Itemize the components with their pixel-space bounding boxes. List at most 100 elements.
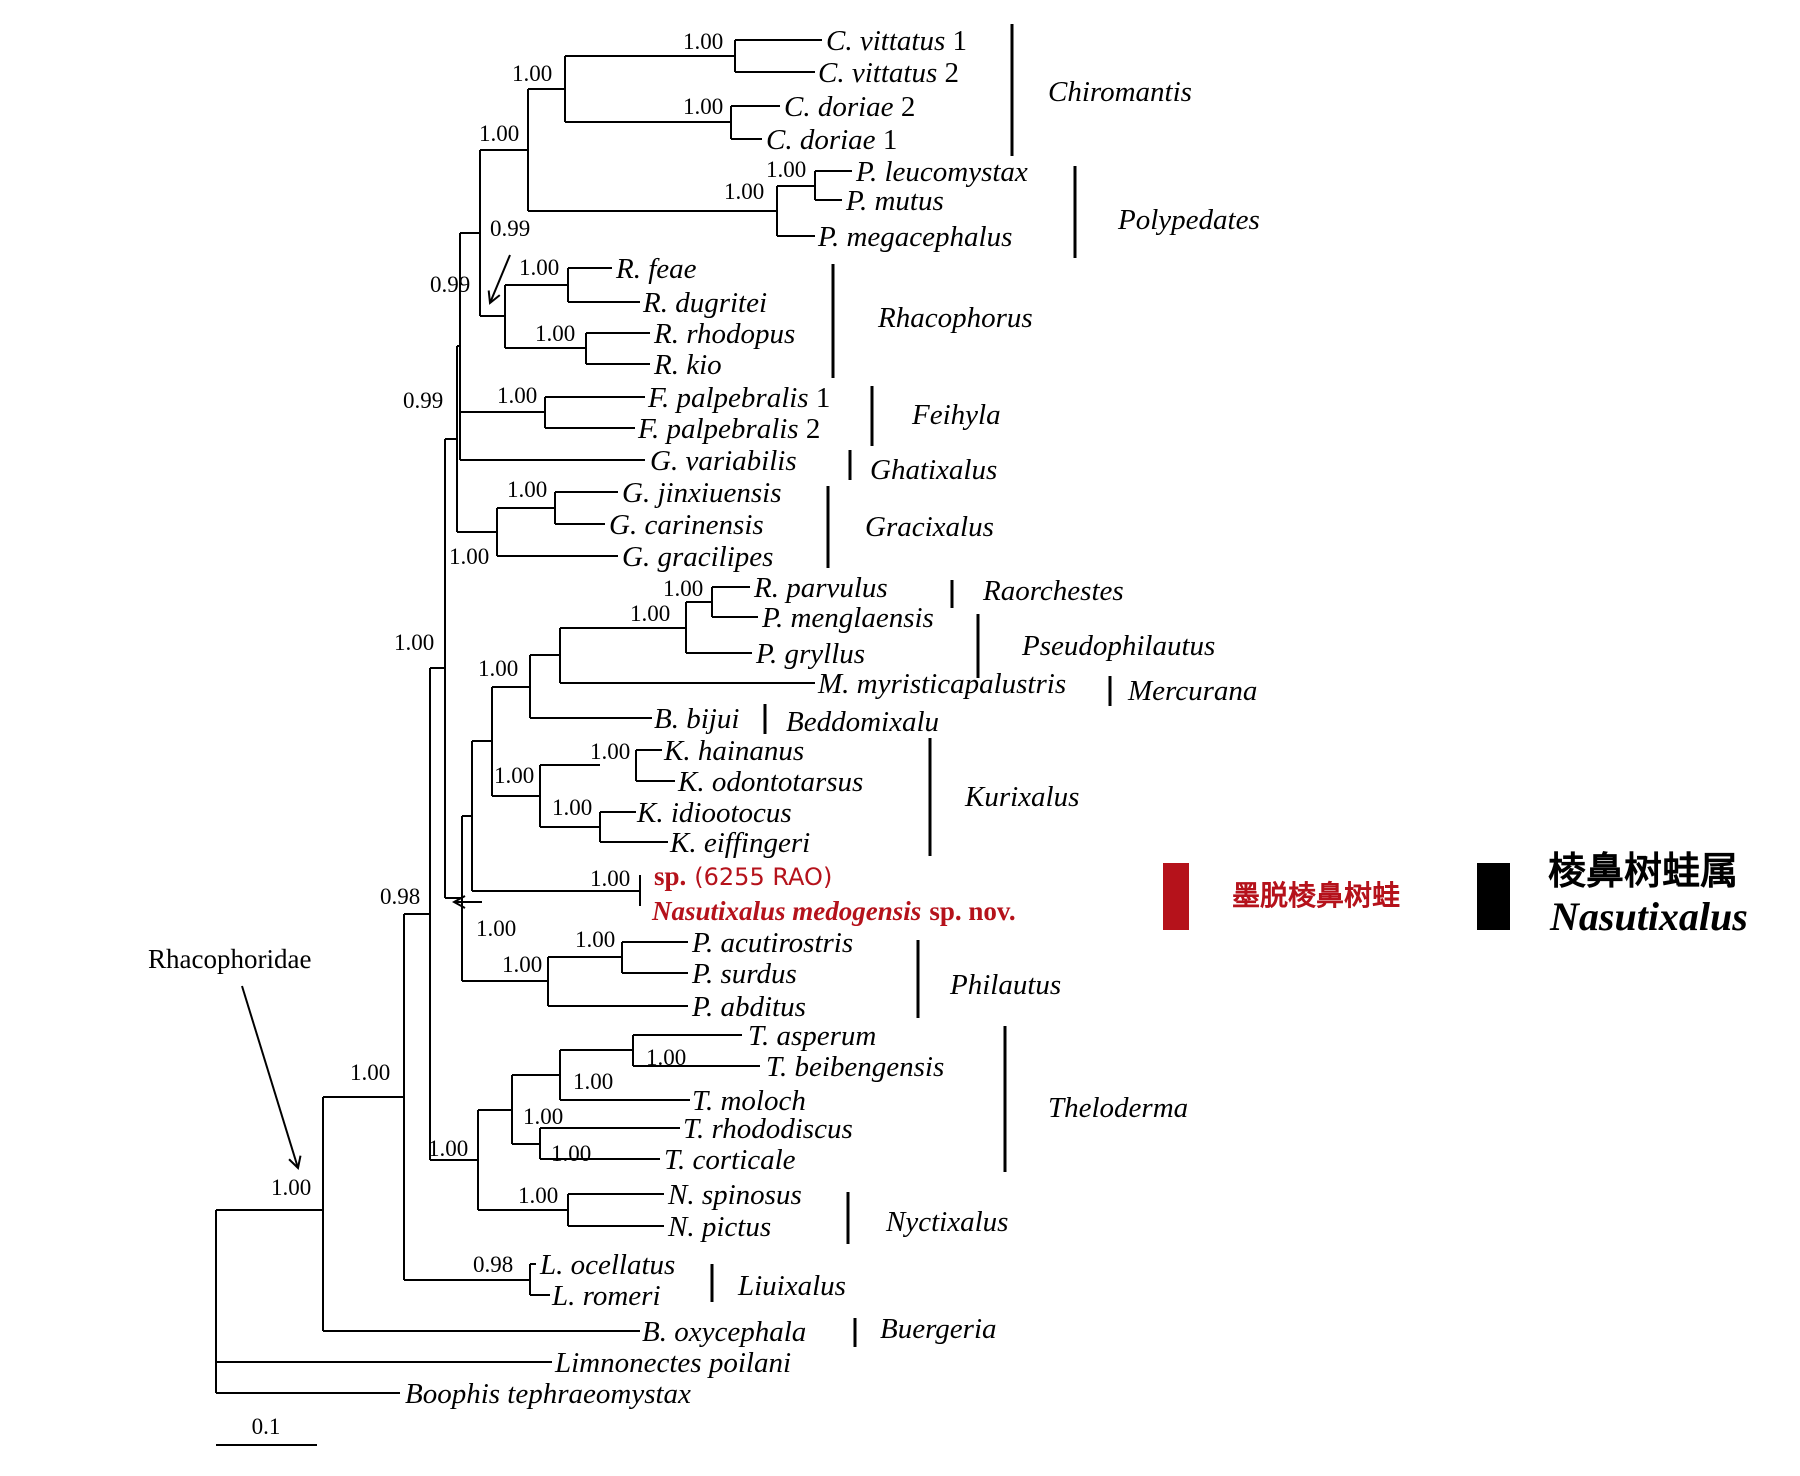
tip-g-carinensis: G. carinensis: [609, 509, 764, 541]
genus-raorchestes: Raorchestes: [982, 575, 1124, 607]
support-value: 1.00: [630, 601, 670, 626]
support-value: 1.00: [507, 477, 547, 502]
genus-bars: [710, 24, 1112, 1347]
tip-l-romeri: L. romeri: [551, 1280, 661, 1312]
genus-liuixalus: Liuixalus: [737, 1270, 846, 1302]
support-value: 1.00: [551, 1141, 591, 1166]
tip-p-acutirostris: P. acutirostris: [691, 927, 853, 959]
genus-kurixalus: Kurixalus: [964, 781, 1079, 813]
support-value: 1.00: [683, 29, 723, 54]
tip-r-feae: R. feae: [615, 253, 697, 285]
tip-p-menglaensis: P. menglaensis: [761, 602, 934, 634]
support-value: 0.98: [380, 884, 420, 909]
support-value: 1.00: [479, 121, 519, 146]
new-species-chinese-name: 墨脱棱鼻树蛙: [1232, 879, 1400, 912]
new-genus-latin-name: Nasutixalus: [1549, 894, 1748, 939]
new-genus-chinese-name: 棱鼻树蛙属: [1548, 849, 1738, 893]
tip-p-surdus: P. surdus: [691, 958, 797, 990]
tip-g-jinxiuensis: G. jinxiuensis: [622, 477, 782, 509]
genus-mercurana: Mercurana: [1127, 675, 1257, 707]
tip-t-asperum: T. asperum: [748, 1020, 876, 1052]
annotation-arrows: [241, 254, 511, 1168]
support-value: 1.00: [573, 1069, 613, 1094]
support-value: 1.00: [724, 179, 764, 204]
support-value: 1.00: [428, 1136, 468, 1161]
tip-c-doriae-2: C. doriae 2: [784, 91, 915, 123]
tip-g-variabilis: G. variabilis: [650, 445, 797, 477]
tip-m-myristicapalustris: M. myristicapalustris: [817, 668, 1066, 700]
tip-r-parvulus: R. parvulus: [753, 572, 888, 604]
rhacophoridae-label: Rhacophoridae: [148, 944, 311, 974]
tip-p-leucomystax: P. leucomystax: [855, 156, 1028, 188]
bar-nasutixalus-genus: [1477, 863, 1510, 930]
support-value: 1.00: [494, 763, 534, 788]
genus-labels: Chiromantis Polypedates Rhacophorus Feih…: [737, 76, 1260, 1345]
tree-branches: [215, 39, 852, 1394]
support-value: 1.00: [476, 916, 516, 941]
tip-limnonectes-poilani: Limnonectes poilani: [554, 1347, 791, 1379]
tip-c-vittatus-1: C. vittatus 1: [826, 25, 967, 57]
support-value: 1.00: [766, 157, 806, 182]
genus-polypedates: Polypedates: [1117, 204, 1260, 236]
tip-r-kio: R. kio: [653, 349, 722, 381]
support-value: 0.98: [473, 1252, 513, 1277]
tip-f-palpebralis-2: F. palpebralis 2: [637, 413, 820, 445]
support-value: 1.00: [502, 952, 542, 977]
arrow-rhacophoridae: [241, 985, 298, 1168]
support-value: 0.99: [430, 272, 470, 297]
tip-t-corticale: T. corticale: [664, 1144, 796, 1176]
genus-chiromantis: Chiromantis: [1048, 76, 1192, 108]
tip-g-gracilipes: G. gracilipes: [622, 541, 773, 573]
support-value: 1.00: [271, 1175, 311, 1200]
tip-boophis-tephraeomystax: Boophis tephraeomystax: [405, 1378, 691, 1410]
tip-p-megacephalus: P. megacephalus: [817, 221, 1012, 253]
tip-k-hainanus: K. hainanus: [663, 735, 804, 767]
tip-p-abditus: P. abditus: [691, 991, 806, 1023]
support-value: 1.00: [519, 255, 559, 280]
genus-ghatixalus: Ghatixalus: [870, 454, 997, 486]
support-value: 1.00: [575, 927, 615, 952]
tip-c-vittatus-2: C. vittatus 2: [818, 57, 959, 89]
tip-n-spinosus: N. spinosus: [667, 1179, 802, 1211]
tip-k-eiffingeri: K. eiffingeri: [669, 827, 810, 859]
tip-b-oxycephala: B. oxycephala: [642, 1316, 806, 1348]
tip-labels: C. vittatus 1 C. vittatus 2 C. doriae 2 …: [405, 25, 1066, 1410]
tip-p-gryllus: P. gryllus: [755, 638, 865, 670]
support-value: 1.00: [590, 866, 630, 891]
genus-philautus: Philautus: [949, 969, 1061, 1001]
support-value: 0.99: [403, 388, 443, 413]
genus-rhacophorus: Rhacophorus: [877, 302, 1033, 334]
support-value: 1.00: [478, 656, 518, 681]
support-value: 1.00: [590, 739, 630, 764]
support-value: 1.00: [663, 576, 703, 601]
genus-buergeria: Buergeria: [880, 1313, 997, 1345]
tip-t-beibengensis: T. beibengensis: [766, 1051, 944, 1083]
tip-sp-6255-rao: sp.(6255 RAO): [654, 861, 832, 891]
support-value: 1.00: [535, 321, 575, 346]
support-values: 1.00 1.00 1.00 1.00 1.00 1.00 0.99 1.00 …: [271, 29, 806, 1277]
genus-theloderma: Theloderma: [1048, 1092, 1188, 1124]
support-value: 1.00: [512, 61, 552, 86]
tip-r-dugritei: R. dugritei: [642, 287, 767, 319]
scale-bar-label: 0.1: [252, 1414, 281, 1439]
bar-nasutixalus-new-species: [1163, 863, 1189, 930]
support-value: 0.99: [490, 216, 530, 241]
tip-r-rhodopus: R. rhodopus: [653, 318, 795, 350]
tip-t-rhododiscus: T. rhododiscus: [683, 1113, 853, 1145]
tip-f-palpebralis-1: F. palpebralis 1: [647, 382, 830, 414]
support-value: 1.00: [518, 1183, 558, 1208]
tip-t-moloch: T. moloch: [692, 1085, 806, 1117]
tip-k-idiootocus: K. idiootocus: [636, 797, 792, 829]
support-value: 1.00: [646, 1045, 686, 1070]
support-value: 1.00: [394, 630, 434, 655]
arrow-rhacophorus-node: [490, 254, 511, 303]
tip-k-odontotarsus: K. odontotarsus: [677, 766, 863, 798]
genus-feihyla: Feihyla: [911, 399, 1001, 431]
tip-b-bijui: B. bijui: [654, 703, 739, 735]
support-value: 1.00: [523, 1104, 563, 1129]
support-value: 1.00: [497, 383, 537, 408]
tip-c-doriae-1: C. doriae 1: [766, 124, 897, 156]
tip-p-mutus: P. mutus: [845, 185, 944, 217]
